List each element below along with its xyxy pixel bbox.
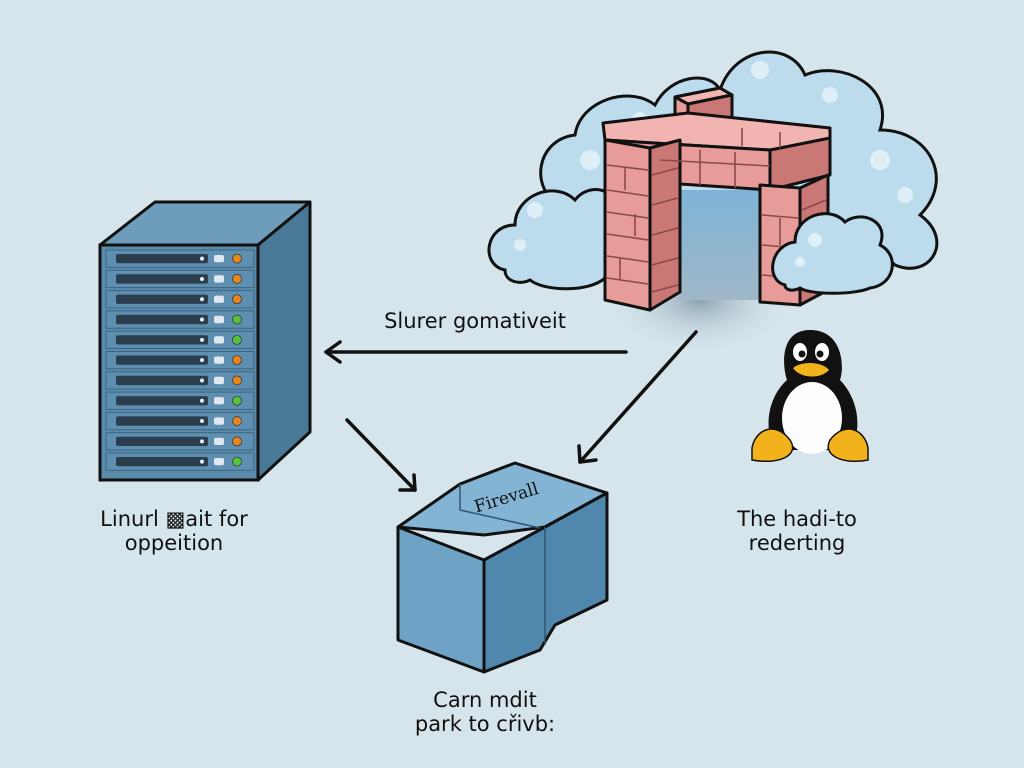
drive-bay-shine	[200, 358, 204, 363]
drive-bay-shine	[200, 378, 204, 383]
drive-bay-shine	[200, 276, 204, 281]
arch-gap	[680, 190, 762, 300]
status-led-green	[232, 314, 242, 325]
drive-bay-slot	[116, 375, 208, 386]
cloud-highlights	[580, 61, 913, 203]
status-led-orange	[232, 375, 242, 386]
drive-handle-icon	[214, 255, 224, 263]
drive-handle-icon	[214, 356, 224, 364]
drive-handle-icon	[214, 417, 224, 425]
server-side-face	[256, 200, 312, 482]
penguin-caption-line-1: The hadi-to	[737, 507, 857, 531]
drive-handle-icon	[214, 397, 224, 405]
server-slot	[105, 269, 255, 289]
cloud-left-highlights	[514, 202, 543, 251]
drive-bay-shine	[200, 317, 204, 322]
arrow-cloud-to-firewall	[577, 330, 698, 464]
server-slot	[105, 330, 255, 350]
drive-bay-shine	[200, 459, 204, 464]
server-slot	[105, 351, 255, 370]
drive-handle-icon	[214, 458, 224, 466]
drive-handle-icon	[214, 315, 224, 324]
firewall-caption-line-2: park to cřivb:	[414, 712, 556, 736]
server-slot	[105, 432, 255, 451]
server-slots	[105, 249, 255, 471]
server-slot	[105, 452, 255, 471]
drive-bay-shine	[200, 337, 204, 342]
drive-bay-slot	[116, 314, 208, 325]
server-rack-icon	[98, 200, 312, 482]
penguin-caption: The hadi-to rederting	[712, 507, 882, 555]
drive-handle-icon	[214, 437, 224, 445]
drive-bay-slot	[116, 335, 208, 345]
server-caption-line-2: oppeition	[124, 531, 224, 555]
drive-bay-slot	[116, 274, 208, 284]
drive-bay-shine	[200, 398, 204, 403]
arrow-cloud-to-server	[324, 340, 628, 364]
status-led-orange	[232, 294, 242, 305]
status-led-green	[232, 395, 242, 406]
drive-bay-slot	[116, 416, 208, 426]
drive-bay-shine	[200, 256, 204, 261]
arrow-server-to-firewall	[345, 418, 417, 492]
firewall-caption: Carn mdit park to cřivb:	[395, 688, 575, 736]
drive-bay-shine	[200, 419, 204, 424]
firewall-caption-line-1: Carn mdit	[433, 688, 537, 712]
drive-bay-slot	[116, 294, 208, 304]
drive-handle-icon	[214, 376, 224, 385]
cloud-right-icon	[771, 212, 894, 295]
drive-handle-icon	[214, 275, 224, 283]
penguin-icon	[751, 330, 869, 462]
status-led-green	[232, 456, 242, 467]
drive-bay-shine	[200, 297, 204, 302]
server-slot	[105, 411, 255, 431]
drive-bay-slot	[116, 396, 208, 406]
status-led-orange	[232, 253, 242, 264]
server-slot	[105, 310, 255, 329]
status-led-orange	[232, 355, 242, 366]
edge-label-cloud-to-server: Slurer gomativeit	[384, 309, 566, 333]
firewall-box-icon	[396, 461, 609, 674]
server-caption-line-1: Linurl ▩ait for	[100, 507, 248, 531]
status-led-orange	[232, 436, 242, 447]
status-led-orange	[232, 416, 242, 426]
drive-bay-slot	[116, 355, 208, 365]
server-slot	[105, 371, 255, 390]
cloud-right-highlights	[795, 233, 822, 267]
firewall-box-front	[396, 525, 486, 674]
arrows	[324, 330, 698, 492]
server-slot	[105, 249, 255, 268]
penguin-caption-line-2: rederting	[748, 531, 846, 555]
server-slot	[105, 290, 255, 309]
drive-bay-slot	[116, 457, 208, 467]
drive-bay-shine	[200, 439, 204, 444]
drive-bay-slot	[116, 254, 208, 264]
drive-handle-icon	[214, 295, 224, 303]
server-caption: Linurl ▩ait for oppeition	[84, 507, 264, 555]
drive-handle-icon	[214, 336, 224, 344]
server-slot	[105, 391, 255, 410]
cloud-firewall-group	[487, 50, 939, 355]
drive-bay-slot	[116, 436, 208, 446]
status-led-green	[232, 334, 242, 345]
status-led-orange	[232, 274, 242, 284]
